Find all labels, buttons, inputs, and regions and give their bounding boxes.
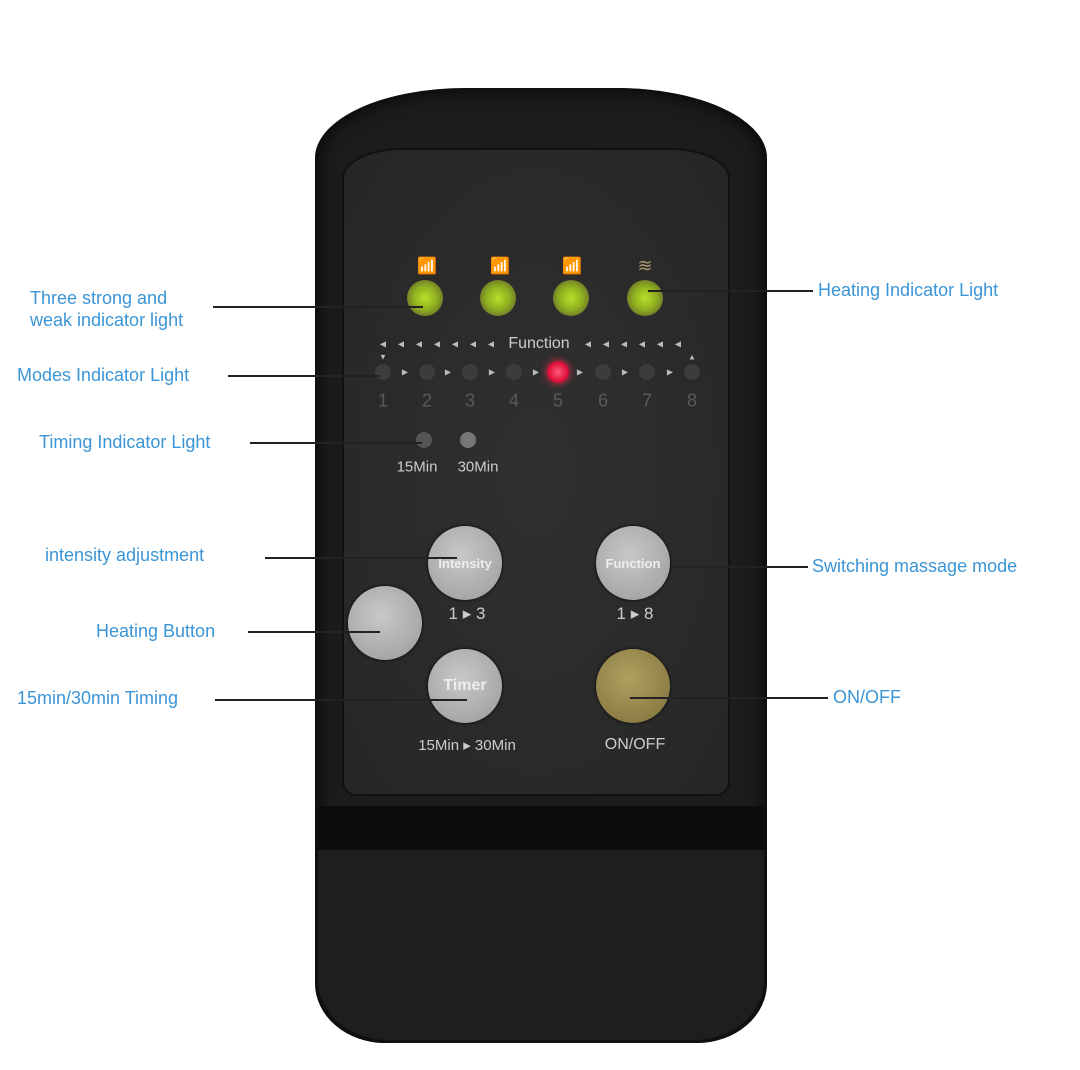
callout-heating-button: Heating Button	[96, 621, 216, 641]
arrow-icon: ▲	[688, 352, 696, 362]
arrow-icon: ◀	[487, 339, 495, 349]
arrow-icon: ◀	[415, 339, 423, 349]
arrow-icon: ▶	[488, 367, 496, 377]
mode-number: 1	[377, 390, 389, 411]
arrow-icon: ▶	[576, 367, 584, 377]
function-range: 1 ▸ 8	[616, 604, 654, 623]
arrow-icon: ▶	[401, 367, 409, 377]
mode-number: 7	[641, 390, 653, 411]
leader-line	[215, 699, 467, 701]
callout-timing-indicator: Timing Indicator Light	[39, 432, 211, 452]
wifi-icon: 📶	[417, 258, 437, 275]
power-button[interactable]	[596, 649, 670, 723]
arrow-icon: ◀	[602, 339, 610, 349]
leader-line	[250, 442, 422, 444]
arrow-icon: ▼	[379, 352, 387, 362]
callout-intensity: intensity adjustment	[45, 545, 205, 565]
heat-icon: ≋	[637, 255, 653, 276]
leader-line	[228, 375, 380, 377]
arrow-icon: ◀	[674, 339, 682, 349]
leader-line	[248, 631, 380, 633]
heating-button[interactable]	[348, 586, 422, 660]
callout-strength-1: Three strong and	[30, 288, 168, 308]
arrow-icon: ▶	[621, 367, 629, 377]
mode-number: 3	[464, 390, 476, 411]
wifi-icon: 📶	[490, 258, 510, 275]
mode-number: 2	[421, 390, 433, 411]
strength-led-3	[553, 280, 589, 316]
timer-label-15: 15Min	[396, 458, 438, 476]
timer-dot-15	[416, 432, 432, 448]
callout-onoff: ON/OFF	[833, 687, 901, 707]
arrow-icon: ◀	[433, 339, 441, 349]
leader-line	[648, 290, 813, 292]
mode-number: 8	[686, 390, 698, 411]
arrow-icon: ◀	[584, 339, 592, 349]
leader-line	[265, 557, 457, 559]
callout-strength-2: weak indicator light	[30, 310, 184, 330]
timer-range: 15Min ▸ 30Min	[418, 737, 516, 754]
callout-heating-indicator: Heating Indicator Light	[818, 280, 999, 300]
mode-dot-1	[375, 364, 391, 380]
arrow-icon: ▶	[444, 367, 452, 377]
mode-number: 5	[552, 390, 564, 411]
power-label: ON/OFF	[604, 736, 666, 753]
timer-label-30: 30Min	[457, 458, 499, 476]
mode-dot-4	[506, 364, 522, 380]
timer-dot-30	[460, 432, 476, 448]
remote-lower	[318, 850, 764, 1040]
leader-line	[630, 697, 828, 699]
mode-number: 6	[597, 390, 609, 411]
leader-line	[213, 306, 423, 308]
strength-led-1	[407, 280, 443, 316]
mode-dot-2	[419, 364, 435, 380]
arrow-icon: ◀	[379, 339, 387, 349]
arrow-icon: ◀	[620, 339, 628, 349]
callout-timing: 15min/30min Timing	[17, 688, 179, 708]
mode-dot-7	[639, 364, 655, 380]
callout-switching: Switching massage mode	[812, 556, 1018, 576]
strength-led-2	[480, 280, 516, 316]
remote-band	[318, 806, 764, 850]
arrow-icon: ◀	[638, 339, 646, 349]
arrow-icon: ◀	[469, 339, 477, 349]
mode-dot-6	[595, 364, 611, 380]
callout-modes: Modes Indicator Light	[17, 365, 190, 385]
mode-dot-8	[684, 364, 700, 380]
arrow-icon: ▶	[532, 367, 540, 377]
heating-led	[627, 280, 663, 316]
arrow-icon: ◀	[397, 339, 405, 349]
intensity-range: 1 ▸ 3	[448, 604, 486, 623]
arrow-icon: ◀	[656, 339, 664, 349]
mode-dot-5-active	[547, 361, 569, 383]
timer-button[interactable]: Timer	[428, 649, 502, 723]
mode-dot-3	[462, 364, 478, 380]
arrow-icon: ◀	[451, 339, 459, 349]
function-button[interactable]: Function	[596, 526, 670, 600]
wifi-icon: 📶	[562, 258, 582, 275]
function-label: Function	[508, 335, 570, 352]
leader-line	[670, 566, 808, 568]
arrow-icon: ▶	[666, 367, 674, 377]
mode-number: 4	[508, 390, 520, 411]
intensity-button[interactable]: Intensity	[428, 526, 502, 600]
